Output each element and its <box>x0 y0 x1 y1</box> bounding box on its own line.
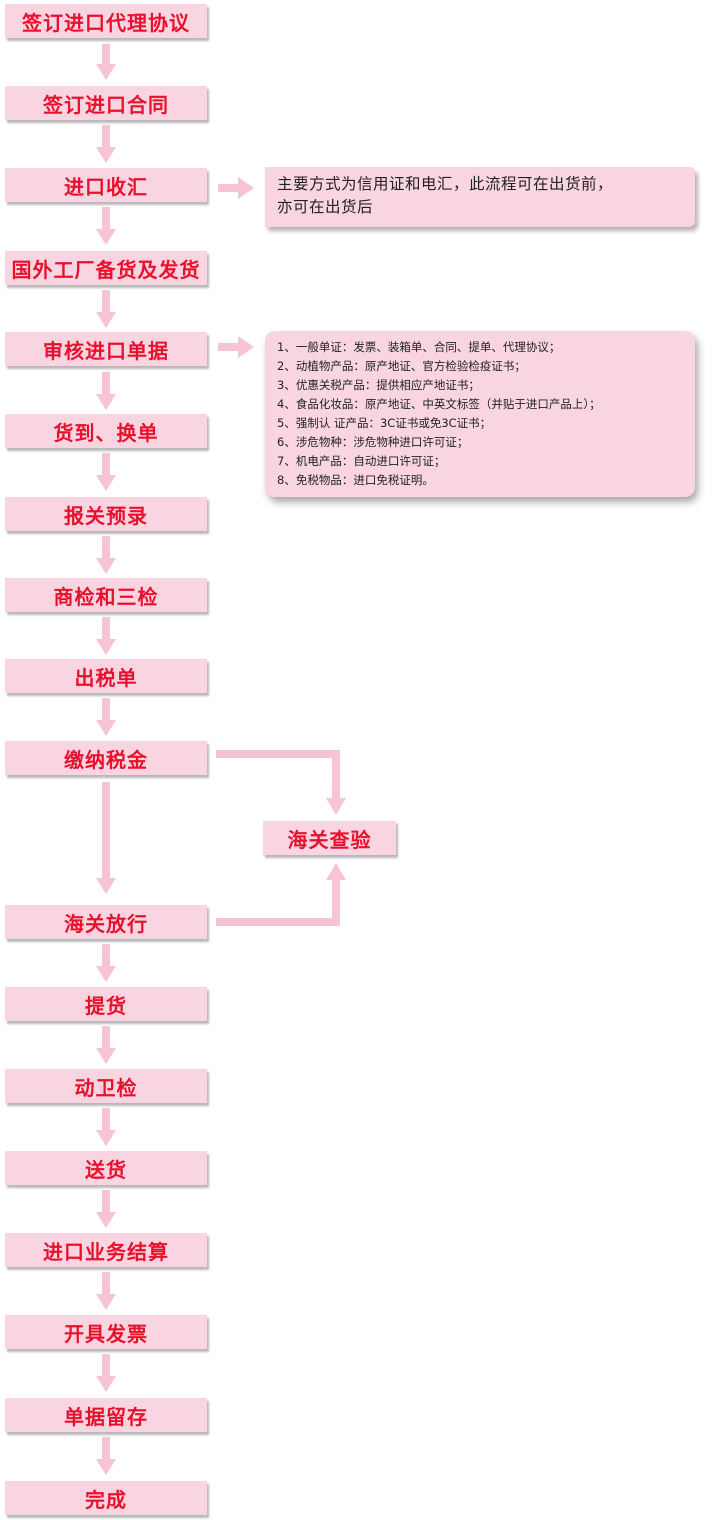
down-arrow <box>96 944 116 982</box>
step-customs-pre-entry: 报关预录 <box>5 497 207 531</box>
down-arrow <box>96 290 116 328</box>
down-arrow <box>96 1108 116 1146</box>
step-factory-shipping: 国外工厂备货及发货 <box>5 251 207 285</box>
documents-note-item: 8、免税物品：进口免税证明。 <box>277 473 434 487</box>
step-commodity-inspection: 商检和三检 <box>5 578 207 612</box>
documents-note: 1、一般单证：发票、装箱单、合同、提单、代理协议； 2、动植物产品：原产地证、官… <box>265 331 695 497</box>
down-arrow <box>96 125 116 163</box>
down-arrow <box>96 1272 116 1310</box>
step-review-documents: 审核进口单据 <box>5 332 207 366</box>
step-tax-bill: 出税单 <box>5 659 207 693</box>
step-import-payment: 进口收汇 <box>5 168 207 202</box>
down-arrow <box>96 207 116 245</box>
down-arrow <box>96 1190 116 1228</box>
right-arrow <box>218 177 254 199</box>
step-sign-import-contract: 签订进口合同 <box>5 86 207 120</box>
step-settlement: 进口业务结算 <box>5 1233 207 1267</box>
payment-note: 主要方式为信用证和电汇，此流程可在出货前， 亦可在出货后 <box>265 167 695 227</box>
documents-note-item: 6、涉危物种：涉危物种进口许可证； <box>277 435 469 449</box>
connector-to-inspection-bottom <box>216 863 346 926</box>
documents-note-item: 4、食品化妆品：原产地证、中英文标签（并贴于进口产品上）； <box>277 397 601 411</box>
right-arrow <box>218 336 254 358</box>
documents-note-item: 2、动植物产品：原产地证、官方检验检疫证书； <box>277 359 526 373</box>
documents-note-item: 1、一般单证：发票、装箱单、合同、提单、代理协议； <box>277 340 561 354</box>
down-arrow <box>96 536 116 574</box>
step-pay-taxes: 缴纳税金 <box>5 741 207 775</box>
down-arrow <box>96 44 116 80</box>
down-arrow <box>96 372 116 410</box>
down-arrow <box>96 617 116 655</box>
down-arrow <box>96 1026 116 1064</box>
down-arrow <box>96 1437 116 1475</box>
step-sign-agency-agreement: 签订进口代理协议 <box>5 4 207 38</box>
documents-note-item: 3、优惠关税产品：提供相应产地证书； <box>277 378 480 392</box>
step-issue-invoice: 开具发票 <box>5 1315 207 1349</box>
step-delivery: 送货 <box>5 1151 207 1185</box>
down-arrow <box>96 1354 116 1392</box>
payment-note-line: 主要方式为信用证和电汇，此流程可在出货前， <box>277 175 614 193</box>
payment-note-line: 亦可在出货后 <box>277 198 374 216</box>
down-arrow <box>96 453 116 491</box>
customs-inspection-box: 海关查验 <box>263 821 396 855</box>
down-arrow-long <box>96 782 116 894</box>
step-customs-release: 海关放行 <box>5 905 207 939</box>
step-pickup: 提货 <box>5 987 207 1021</box>
step-health-inspection: 动卫检 <box>5 1069 207 1103</box>
down-arrow <box>96 698 116 736</box>
step-complete: 完成 <box>5 1481 207 1515</box>
documents-note-item: 7、机电产品：自动进口许可证； <box>277 454 446 468</box>
step-archive-documents: 单据留存 <box>5 1398 207 1432</box>
connector-to-inspection-top <box>216 750 346 815</box>
step-arrival-exchange: 货到、换单 <box>5 414 207 448</box>
documents-note-item: 5、强制认 证产品：3C证书或免3C证书； <box>277 416 492 430</box>
